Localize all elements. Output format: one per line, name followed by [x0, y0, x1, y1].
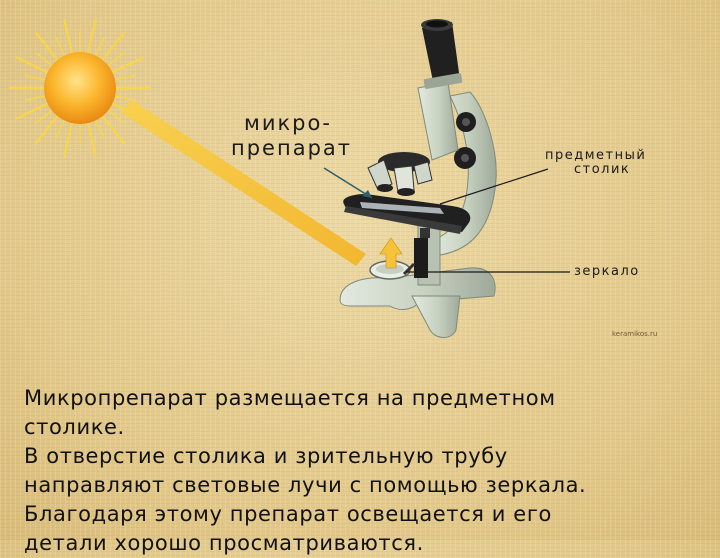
sun-ray: [63, 18, 74, 56]
sun-ray: [24, 94, 48, 102]
microscope-icon: [339, 19, 497, 338]
pointer-arrow-micro-icon: [362, 190, 372, 198]
sun-ray: [94, 36, 105, 59]
sun-ray: [35, 113, 60, 144]
caption-line: Микропрепарат размещается на предметном: [24, 386, 556, 410]
sun-ray: [35, 32, 60, 63]
sun-ray: [94, 117, 105, 140]
caption-line: Благодаря этому препарат освещается и ег…: [24, 502, 552, 526]
caption-line: столике.: [24, 415, 125, 439]
pointer-line-micro: [323, 167, 373, 199]
sun-ray: [55, 117, 66, 140]
light-beam-arrow-icon: [379, 237, 403, 269]
sun-ray: [105, 108, 125, 124]
sun-ray: [15, 56, 51, 75]
label-mirror: зеркало: [574, 264, 640, 279]
label-micro-line1: микро-: [244, 111, 332, 135]
sun-ray: [100, 113, 125, 144]
label-micro-line2: препарат: [231, 136, 353, 160]
caption-text: Микропрепарат размещается на предметном …: [24, 384, 704, 558]
caption-line: направляют световые лучи с помощью зерка…: [24, 473, 587, 497]
watermark: keramikos.ru: [612, 330, 658, 338]
sun-ray: [35, 52, 55, 68]
sun-ray: [63, 120, 74, 158]
sun-ray: [112, 94, 136, 102]
label-stage-line2: столик: [574, 162, 631, 177]
sun-ray: [100, 32, 125, 63]
sun-ray: [112, 74, 136, 82]
sun-ray: [35, 108, 55, 124]
light-beam: [120, 100, 366, 266]
microscope-diagram: [8, 18, 570, 338]
sun-ray: [105, 52, 125, 68]
caption-line: В отверстие столика и зрительную трубу: [24, 444, 508, 468]
label-stage-line1: предметный: [545, 148, 647, 163]
sun-ray: [24, 74, 48, 82]
pointer-line-stage: [439, 168, 549, 205]
sun-icon: [8, 18, 152, 158]
sun-disc: [44, 52, 116, 124]
sun-ray: [86, 120, 97, 158]
caption-line: детали хорошо просматриваются.: [24, 531, 424, 555]
sun-ray: [15, 101, 51, 120]
sun-ray: [86, 18, 97, 56]
sun-ray: [109, 56, 145, 75]
sun-ray: [55, 36, 66, 59]
